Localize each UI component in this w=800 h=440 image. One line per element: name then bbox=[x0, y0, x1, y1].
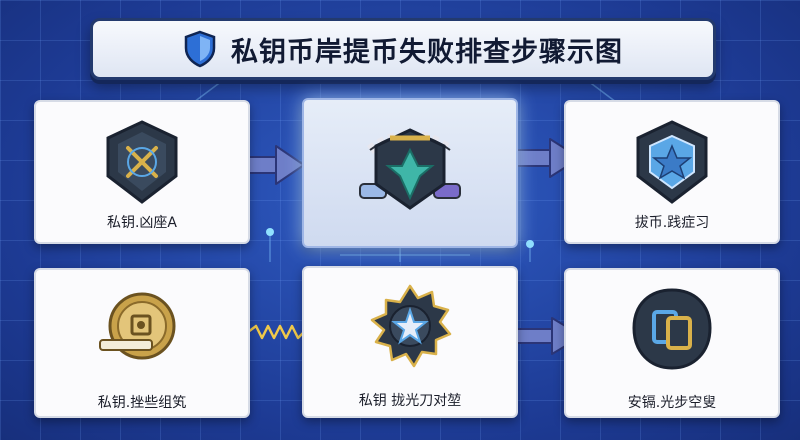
page-title: 私钥币岸提币失败排查步骤示图 bbox=[231, 36, 623, 68]
crossed-tools-icon bbox=[106, 120, 178, 204]
step-card-6: 安镉.光步空叟 bbox=[564, 268, 780, 418]
golden-key-coin-icon bbox=[99, 292, 176, 360]
copy-window-icon bbox=[632, 288, 712, 370]
step-card-1: 私钥.凶座A bbox=[34, 100, 250, 244]
step-card-3: 拔币.践症习 bbox=[564, 100, 780, 244]
step-label-1: 私钥.凶座A bbox=[106, 215, 178, 231]
step-label-5: 私钥 拢光刀对堃 bbox=[358, 393, 462, 409]
rotating-gear-emblem-icon bbox=[359, 128, 461, 210]
step-label-4: 私钥.挫些组笂 bbox=[97, 395, 187, 411]
zigzag-connector bbox=[247, 324, 305, 340]
step-label-6: 安镉.光步空叟 bbox=[627, 395, 717, 411]
title-banner: 私钥币岸提币失败排查步骤示图 bbox=[90, 18, 716, 80]
step-card-2 bbox=[302, 98, 518, 248]
step-label-3: 拔币.践症习 bbox=[634, 215, 710, 231]
spiked-star-gear-icon bbox=[370, 284, 452, 368]
star-shield-icon bbox=[636, 120, 708, 204]
step-card-5: 私钥 拢光刀对堃 bbox=[302, 266, 518, 418]
step-card-4: 私钥.挫些组笂 bbox=[34, 268, 250, 418]
shield-icon bbox=[184, 30, 216, 68]
